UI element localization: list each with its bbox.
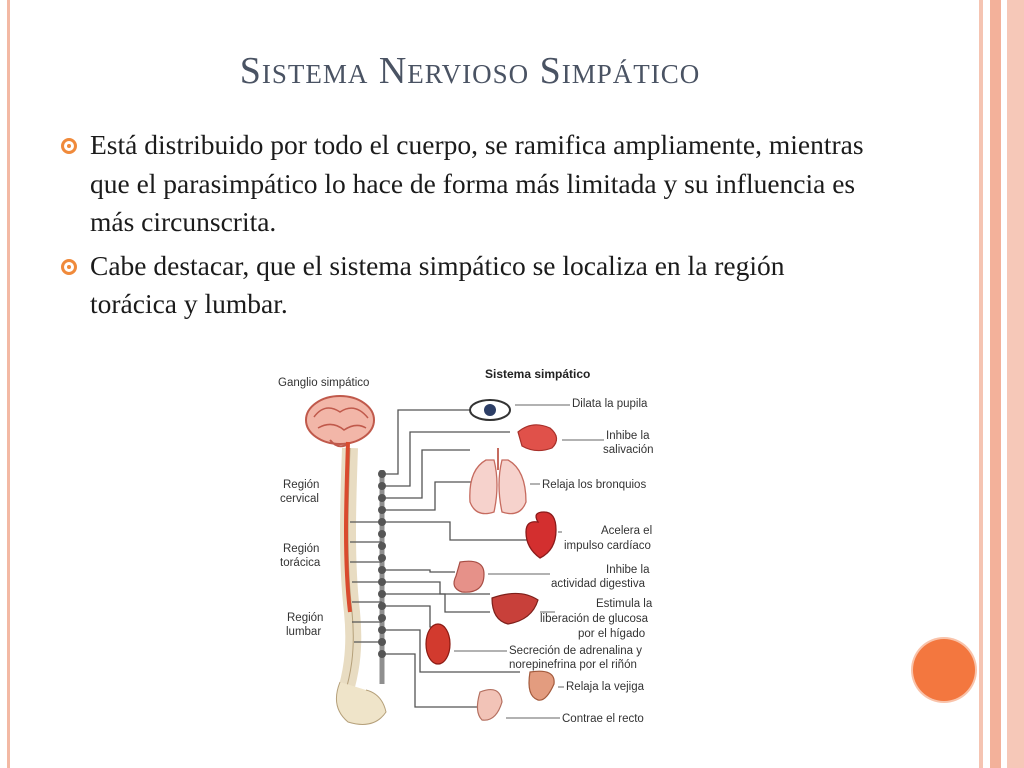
effect-glucose-1: Estimula la	[596, 598, 653, 610]
region-thoracic-label-1: Región	[283, 543, 319, 555]
effect-heart-1: Acelera el	[601, 525, 652, 537]
spine-icon	[335, 441, 387, 725]
eye-icon	[469, 399, 511, 421]
rectum-icon	[476, 689, 503, 721]
label-leader-lines	[454, 404, 604, 719]
slide-frame-right-mid	[990, 0, 1001, 768]
effect-bronchi: Relaja los bronquios	[542, 479, 646, 491]
slide-frame-right-thin	[979, 0, 983, 768]
bullet-list: Está distribuido por todo el cuerpo, se …	[58, 126, 878, 329]
bladder-icon	[528, 670, 555, 701]
slide-frame-right-outer	[1007, 0, 1024, 768]
ganglion-label: Ganglio simpático	[278, 377, 369, 389]
effect-heart-2: impulso cardíaco	[564, 540, 651, 552]
diagram-svg: Sistema simpático Ganglio simpático Regi…	[278, 367, 654, 725]
diagram-title: Sistema simpático	[485, 367, 590, 381]
bullet-text: Está distribuido por todo el cuerpo, se …	[90, 129, 864, 237]
kidney-icon	[425, 623, 451, 665]
effect-glucose-3: por el hígado	[578, 628, 645, 640]
region-cervical-label-1: Región	[283, 479, 319, 491]
effect-kidney-2: norepinefrina por el riñón	[509, 659, 637, 671]
effect-kidney-1: Secreción de adrenalina y	[509, 645, 642, 657]
region-lumbar-label-1: Región	[287, 612, 323, 624]
region-lumbar-label-2: lumbar	[286, 626, 321, 638]
effect-glucose-2: liberación de glucosa	[540, 613, 649, 625]
stomach-icon	[453, 560, 485, 593]
effect-pupil: Dilata la pupila	[572, 398, 648, 410]
bullet-text: Cabe destacar, que el sistema simpático …	[90, 249, 785, 320]
effect-salivation-2: salivación	[603, 444, 654, 456]
sympathetic-nervous-system-diagram: Sistema simpático Ganglio simpático Regi…	[270, 362, 670, 738]
bullet-circle-icon	[61, 138, 77, 154]
bullet-item: Está distribuido por todo el cuerpo, se …	[58, 126, 878, 242]
effect-digestion-1: Inhibe la	[606, 564, 650, 576]
decorative-orange-circle	[913, 639, 975, 701]
liver-icon	[491, 592, 539, 625]
slide-title: Sistema Nervioso Simpático	[239, 50, 701, 92]
region-cervical-label-2: cervical	[280, 493, 319, 505]
region-thoracic-label-2: torácica	[280, 557, 321, 569]
effect-bladder: Relaja la vejiga	[566, 681, 645, 693]
effect-digestion-2: actividad digestiva	[551, 578, 646, 590]
bullet-item: Cabe destacar, que el sistema simpático …	[58, 247, 878, 324]
effect-salivation-1: Inhibe la	[606, 430, 650, 442]
heart-icon	[525, 511, 557, 559]
lungs-icon	[469, 448, 527, 515]
bullet-circle-icon	[61, 258, 77, 275]
slide-frame-left	[7, 0, 10, 768]
ganglion-chain	[378, 470, 386, 684]
salivary-gland-icon	[517, 424, 558, 452]
brain-icon	[305, 395, 375, 448]
effect-rectum: Contrae el recto	[562, 713, 644, 725]
